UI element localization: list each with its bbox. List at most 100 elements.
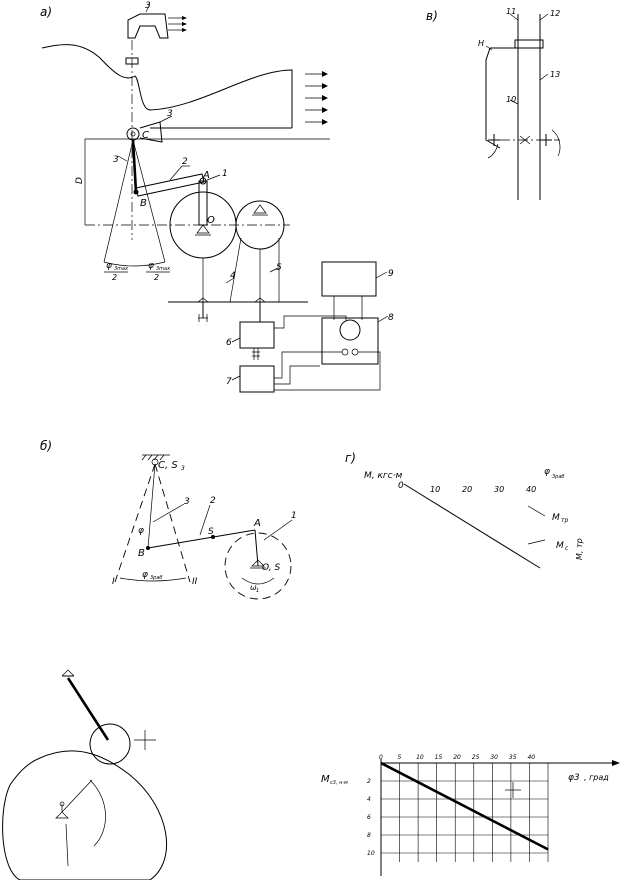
callout-10: 10 <box>506 95 516 104</box>
chart-ylabel-sub: c3, н·м <box>330 780 348 786</box>
callout-2-b: 2 <box>210 496 216 506</box>
g-side-note: M, тр <box>575 538 584 560</box>
callout-3-b: 3 <box>184 497 190 507</box>
g-line <box>403 483 541 569</box>
chart-y-ticks: 2 4 6 8 10 <box>367 778 375 857</box>
phi3-mark: φ <box>138 526 144 536</box>
callout-3-top: 3 <box>145 1 151 11</box>
ground-c <box>141 454 170 461</box>
gear-small-support <box>252 204 268 216</box>
panel-b: б) C, S 3 B S A O, S ω 1 3 2 1 φ I II φ … <box>40 439 297 600</box>
link-2-b <box>147 529 256 549</box>
chart-y-tick-label: 4 <box>367 796 371 803</box>
g-tick-30: 30 <box>494 485 504 494</box>
block-8 <box>321 317 379 365</box>
block-6 <box>239 321 275 349</box>
callout-13: 13 <box>550 70 560 79</box>
panel-label-g: г) <box>345 451 356 465</box>
chart-x-tick-label: 40 <box>527 754 535 761</box>
callout-5: 5 <box>276 263 282 273</box>
g-xlabel-sub: 3раб <box>552 474 565 480</box>
wire-6-8 <box>274 315 347 329</box>
gear-large-support <box>195 224 211 236</box>
frame-h <box>485 47 515 149</box>
chart-y-tick-label: 8 <box>367 832 371 839</box>
g-tick-40: 40 <box>526 485 536 494</box>
wire-7-8a <box>274 351 342 379</box>
g-mtr: M <box>552 513 560 523</box>
chart-xlabel: φ3 <box>568 773 580 783</box>
chart-ylabel: M <box>321 774 330 785</box>
chart-x-tick-label: 25 <box>472 754 480 761</box>
callout-2: 2 <box>182 157 188 167</box>
phi-max-mark: φ <box>142 570 148 580</box>
mark-i: I <box>112 577 115 587</box>
bushing <box>514 39 544 49</box>
flow-arrows-right <box>305 71 328 125</box>
g-xlabel: φ <box>544 467 550 477</box>
point-os-label: O, S <box>262 563 280 573</box>
arm-3-b <box>147 463 156 549</box>
callout-12: 12 <box>550 9 560 18</box>
block-7 <box>239 365 275 393</box>
phi-right: φ <box>148 261 154 271</box>
chart-x-tick-label: 20 <box>453 754 461 761</box>
phi-max-sub: 3раб <box>150 575 163 581</box>
chart-x-tick-label: 10 <box>416 754 424 761</box>
chart-x-tick-label: 0 <box>379 754 383 761</box>
chart-x-tick-label: 35 <box>509 754 517 761</box>
dim-label-d: D <box>75 177 85 184</box>
callout-3-fin: 3 <box>167 109 173 119</box>
panel-g: г) M, кгс·м 0 10 20 30 40 φ 3раб M тр M … <box>345 451 584 569</box>
upper-fin: 3 <box>127 1 187 39</box>
phi-right-den: 2 <box>154 273 159 282</box>
hull-outline <box>41 44 293 128</box>
point-b-label-b: B <box>138 548 145 559</box>
swing-dash-left <box>114 463 156 583</box>
panel-a: а) 3 C 3 <box>40 1 394 393</box>
callout-7: 7 <box>226 377 232 387</box>
chart-xlabel-unit: , град <box>584 773 609 782</box>
chart-x-arrow <box>612 760 620 766</box>
wire-7-8b <box>274 365 320 385</box>
point-o-label: O <box>207 215 215 226</box>
cam-profile <box>2 750 168 880</box>
chart-y-tick-label: 2 <box>367 778 371 785</box>
panel-label-b: б) <box>40 439 52 453</box>
callout-11: 11 <box>506 7 516 16</box>
arrow-left <box>487 143 499 159</box>
g-tick-10: 10 <box>430 485 440 494</box>
letter-h: H <box>478 39 484 48</box>
follower-roller <box>89 723 131 765</box>
chart-x-tick-label: 30 <box>490 754 498 761</box>
g-mc-sub: c <box>565 545 569 552</box>
wire-9-8 <box>333 296 363 320</box>
callout-3-arm: 3 <box>113 155 119 165</box>
point-b-label: B <box>140 198 147 209</box>
chart-series-line <box>380 761 549 851</box>
pivot-c <box>126 127 140 141</box>
point-c-label: C <box>142 130 149 141</box>
chart-x-tick-label: 5 <box>398 754 402 761</box>
link-2 <box>135 173 205 197</box>
arm-3 <box>131 139 138 193</box>
chart-series <box>380 761 549 851</box>
cam-sketch <box>2 669 168 880</box>
g-tick-20: 20 <box>462 485 472 494</box>
crank-b <box>254 529 259 567</box>
callout-1-b: 1 <box>291 511 297 521</box>
follower-arm <box>66 677 110 741</box>
chart-y-tick-label: 6 <box>367 814 371 821</box>
point-cs3-label: C, S <box>158 460 178 471</box>
callout-1: 1 <box>222 169 228 179</box>
motor-symbol <box>339 319 361 341</box>
chart-y-tick-label: 10 <box>367 850 375 857</box>
swing-dash-right <box>154 463 191 583</box>
g-mc: M <box>556 541 564 551</box>
callout-4: 4 <box>230 271 236 281</box>
panel-label-v: в) <box>426 9 438 23</box>
point-cs3-sub: 3 <box>181 465 185 472</box>
point-s2-label: S <box>208 527 214 537</box>
